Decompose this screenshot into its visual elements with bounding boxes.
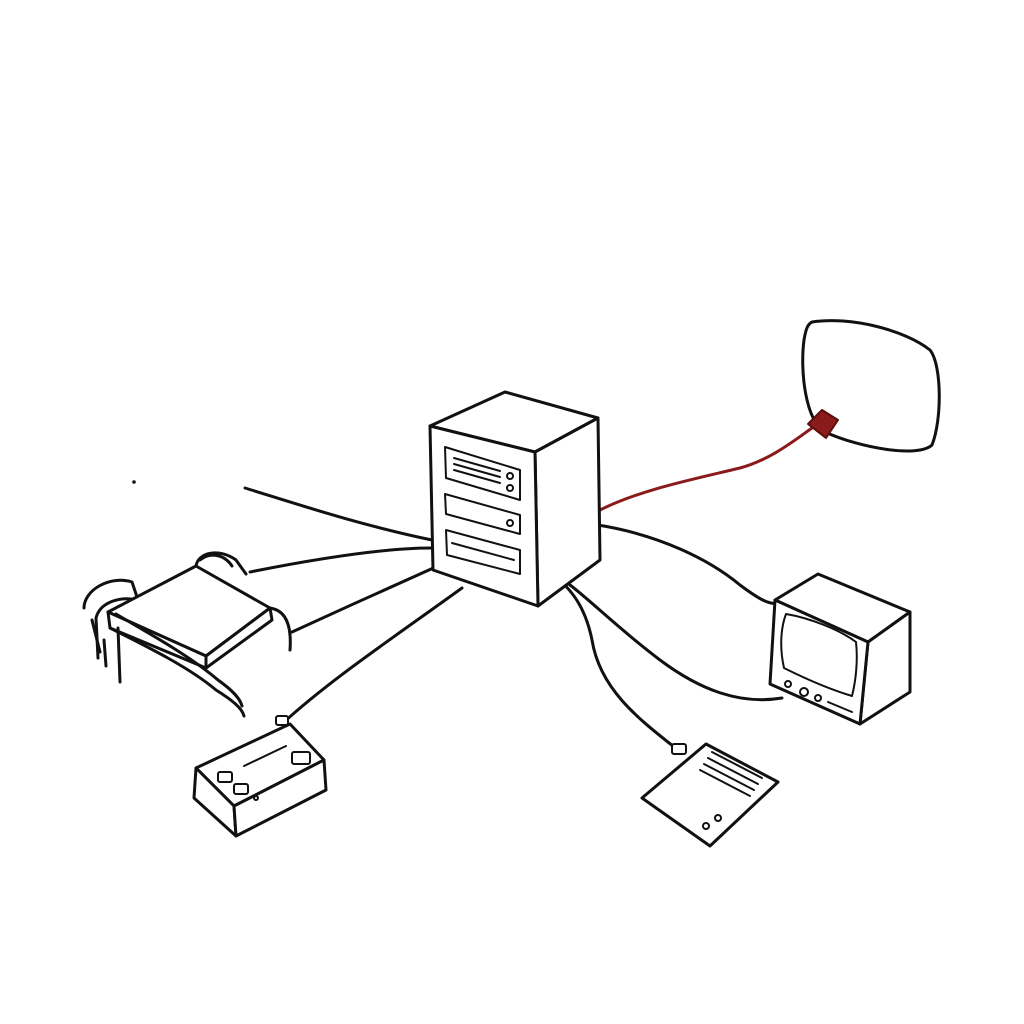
red-plug-icon [807,409,839,439]
cable-to-tablet [558,578,680,752]
red-cable [598,426,814,512]
cable-to-monitor [596,523,780,605]
crt-monitor-icon [768,572,912,726]
ink-speck [132,480,136,484]
bed-icon [82,551,292,718]
cables [243,426,814,752]
cable-loose-end [243,486,434,542]
cable-to-bed [248,546,434,574]
cable-to-monitor-lower [568,583,784,702]
router-box-icon [192,715,328,838]
cable-to-router [281,586,464,725]
tablet-device-icon [640,742,780,848]
cable-to-bed-lower [290,563,442,634]
server-tower-icon [428,390,602,608]
